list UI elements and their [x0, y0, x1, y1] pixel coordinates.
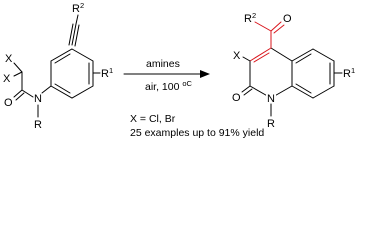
- carbonyl-bond-2: [15, 92, 25, 101]
- halogen-note: X = Cl, Br: [130, 113, 176, 125]
- n-label-backdrop: [266, 92, 276, 103]
- reactant-carbonyl-o: O: [4, 97, 13, 109]
- reaction-scheme: R2 R1 N R O: [3, 1, 355, 139]
- product-r2-label: R2: [244, 11, 256, 25]
- reactant-structure: R2 R1 N R O: [3, 1, 113, 131]
- condition-air-temp: air, 100 oC: [145, 79, 193, 93]
- carbonyl-bond-1: [13, 89, 23, 98]
- r2-bond: [75, 14, 79, 25]
- scope-note: 25 examples up to 91% yield: [130, 127, 264, 139]
- n-carbonyl-bond: [21, 89, 34, 98]
- product-lactam-o: O: [232, 92, 241, 104]
- product-structure: R2 O R1: [232, 11, 355, 130]
- reactant-benzene-ring: [50, 48, 94, 99]
- product-x-label: X: [233, 50, 241, 62]
- product-pyridinone-ring: [249, 47, 293, 99]
- product-x-bond: [242, 56, 251, 62]
- reactant-n-r-label: R: [34, 119, 42, 131]
- ring-n-bond: [41, 85, 52, 94]
- reaction-arrow-group: amines air, 100 oC: [123, 58, 210, 93]
- lactam-co-bond-1: [241, 85, 251, 93]
- reactant-x-top: X: [5, 53, 13, 65]
- product-ketone-o: O: [283, 13, 292, 25]
- ketone-double-bond-2: [273, 24, 285, 34]
- product-n-r-label: R: [267, 118, 275, 130]
- lactam-co-bond-2: [243, 88, 253, 96]
- product-n-label: N: [267, 93, 275, 105]
- reactant-r1-label: R1: [101, 66, 113, 80]
- cx-bond-bottom: [13, 71, 23, 77]
- ketone-double-bond-1: [270, 21, 282, 32]
- alkyne-triple-bond: [68, 23, 80, 47]
- product-r2-ketone-bond: [254, 21, 272, 32]
- reagent-label: amines: [146, 58, 180, 70]
- cx-bond-top: [13, 62, 23, 73]
- product-r1-label: R1: [343, 66, 355, 80]
- reactant-r2-label: R2: [72, 1, 84, 15]
- arrow-head-icon: [200, 70, 210, 78]
- reactant-n-label: N: [34, 93, 42, 105]
- product-benzo-ring: [291, 48, 335, 99]
- reactant-x-bottom: X: [3, 73, 11, 85]
